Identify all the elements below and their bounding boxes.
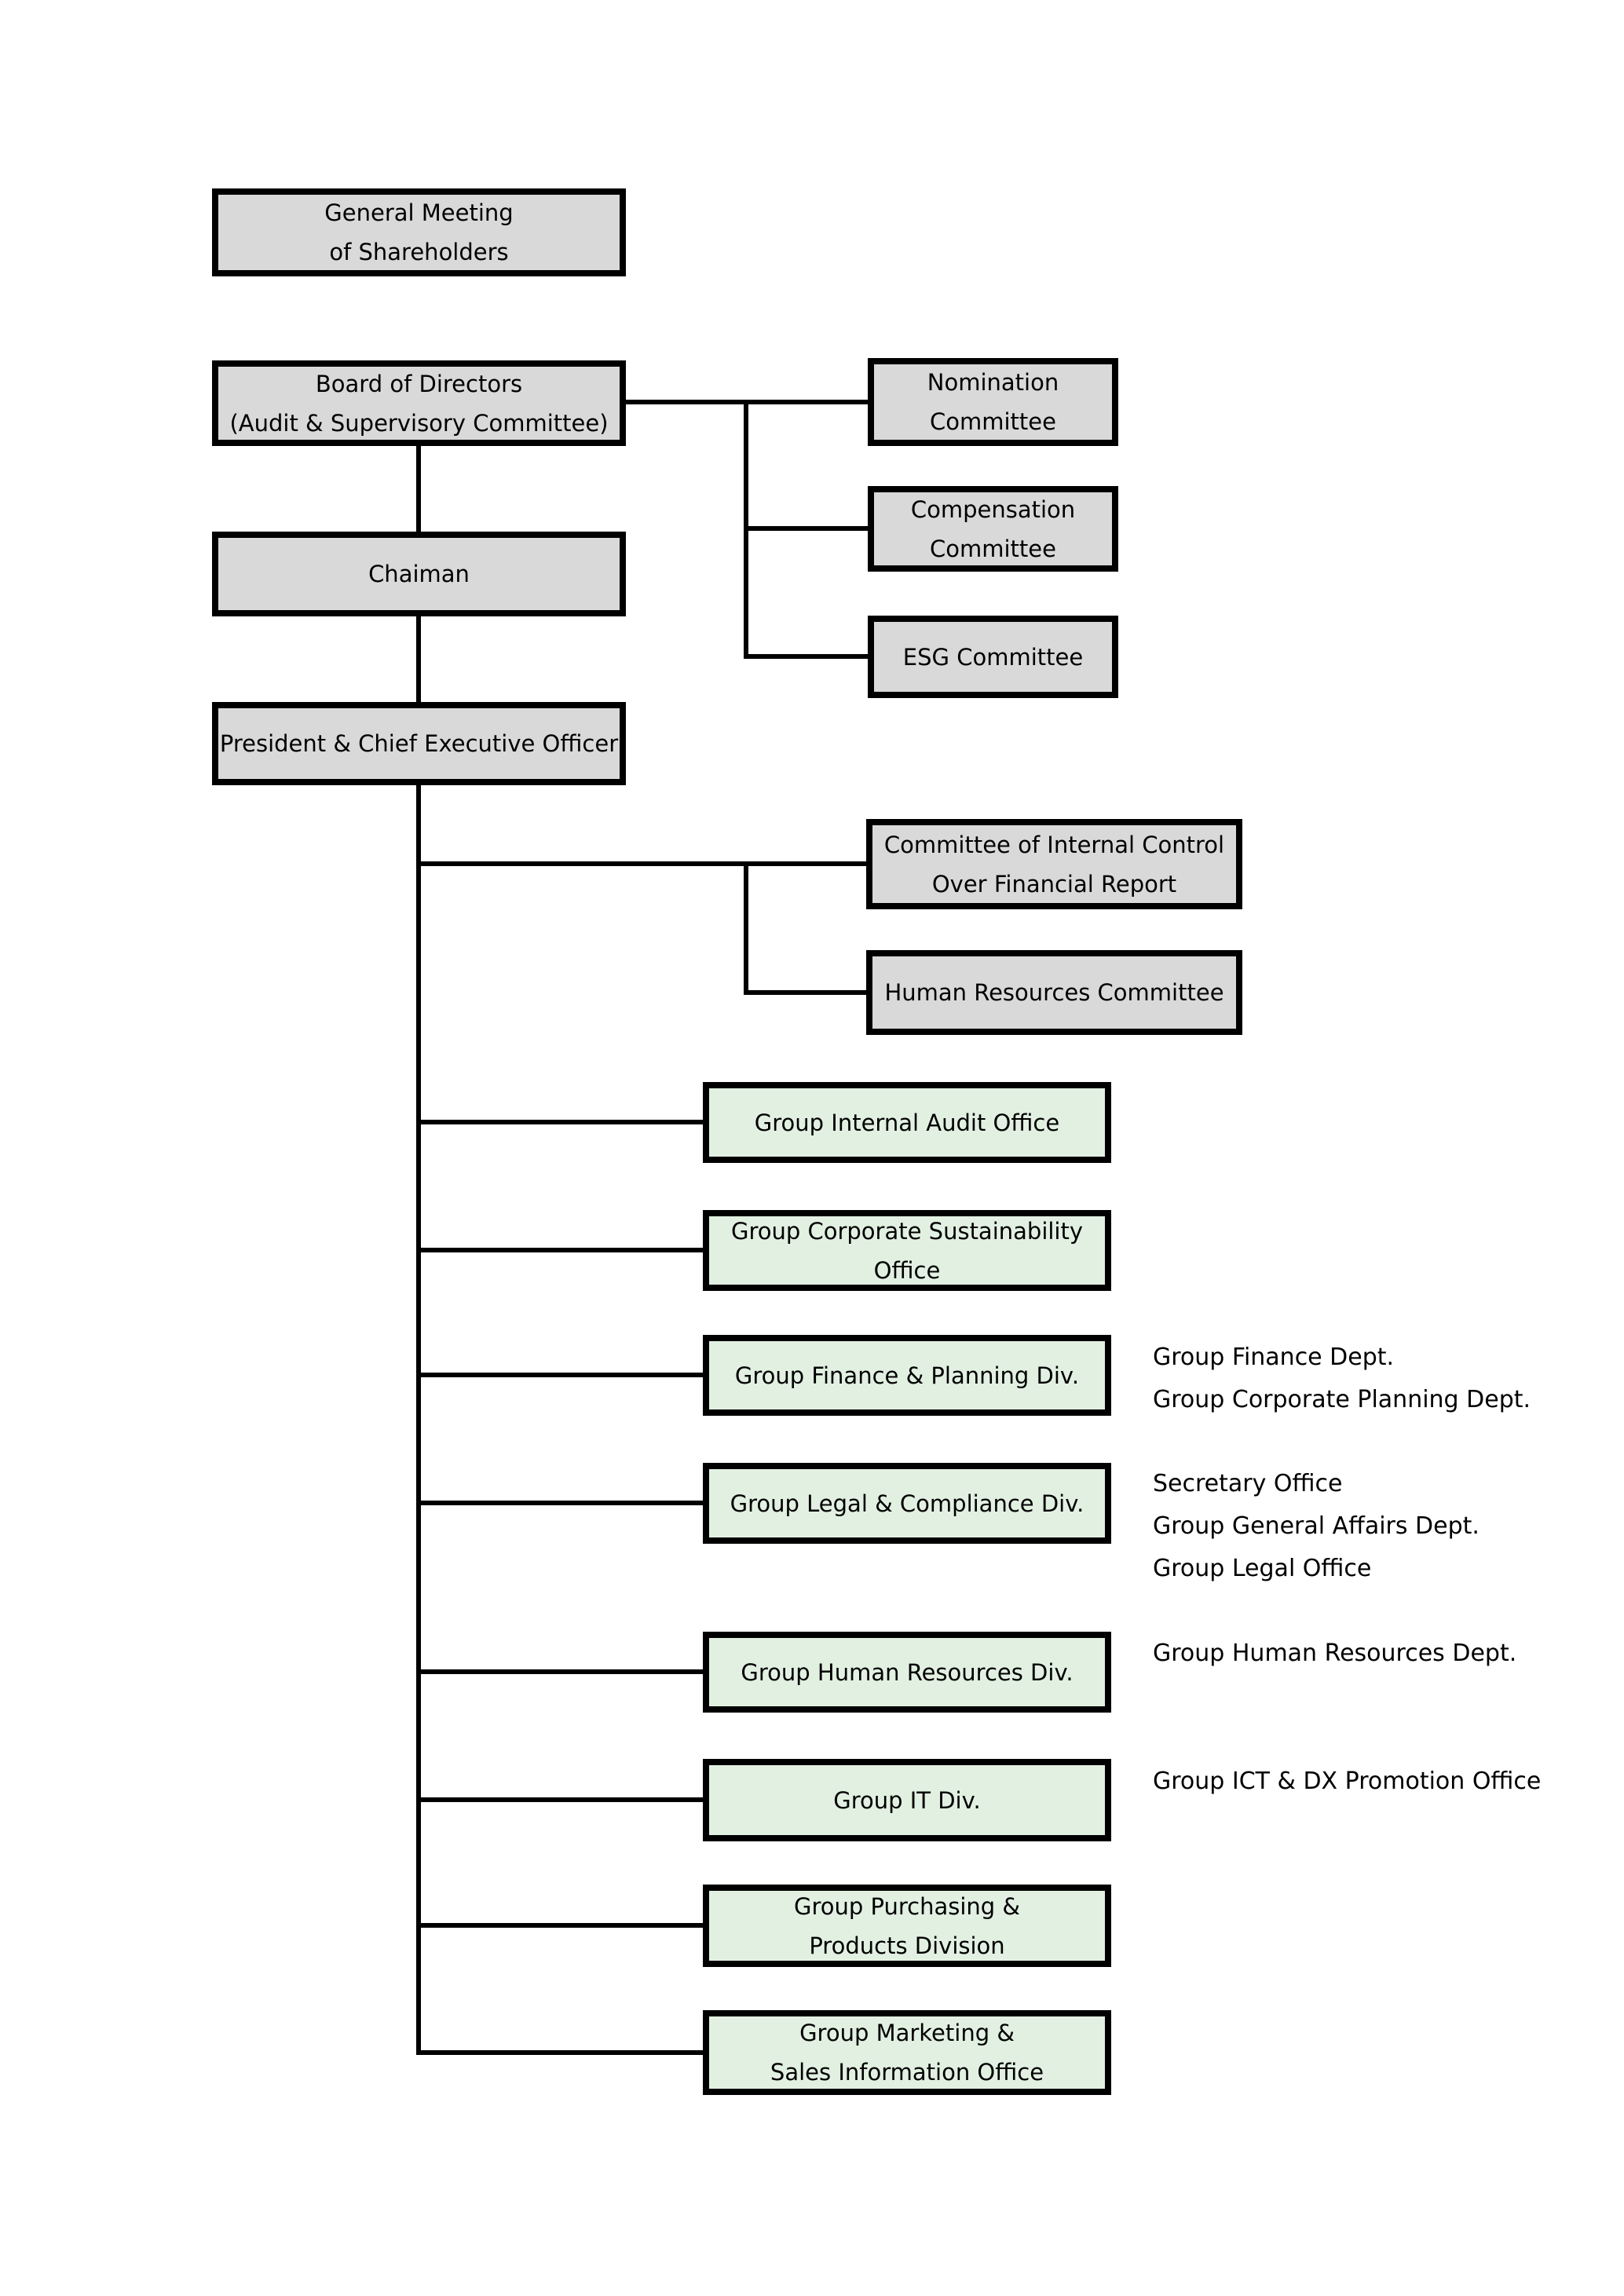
node-internal-control-committee: Committee of Internal Control Over Finan… — [866, 819, 1242, 909]
node-label: Over Financial Report — [931, 870, 1177, 898]
connector-to-it-div — [416, 1797, 703, 1802]
connector-board-to-chairman — [416, 446, 421, 532]
connector-chairman-to-president — [416, 616, 421, 702]
node-label: Group Legal & Compliance Div. — [730, 1490, 1084, 1517]
connector-to-sustainability — [416, 1248, 703, 1252]
node-label: Group Internal Audit Office — [754, 1109, 1060, 1136]
node-group-human-resources-div: Group Human Resources Div. — [703, 1632, 1111, 1713]
connector-sub-trunk — [744, 861, 748, 995]
node-label: Office — [873, 1256, 941, 1284]
node-group-corporate-sustainability-office: Group Corporate Sustainability Office — [703, 1210, 1111, 1291]
node-label: of Shareholders — [329, 239, 509, 265]
node-general-meeting: General Meeting of Shareholders — [212, 188, 626, 276]
node-compensation-committee: Compensation Committee — [868, 486, 1118, 572]
node-label: Group Marketing & — [799, 2020, 1015, 2046]
node-label: Committee — [930, 408, 1056, 435]
node-label: President & Chief Executive Officer — [219, 730, 619, 757]
annotation-legal: Secretary Office Group General Affairs D… — [1153, 1463, 1480, 1590]
annotation-line: Group Human Resources Dept. — [1153, 1640, 1517, 1667]
annotation-line: Group Finance Dept. — [1153, 1344, 1395, 1371]
node-label: Group Human Resources Div. — [741, 1658, 1074, 1686]
connector-to-compensation — [744, 526, 868, 531]
connector-to-marketing — [416, 2050, 703, 2055]
node-label: General Meeting — [324, 199, 514, 226]
node-group-it-div: Group IT Div. — [703, 1759, 1111, 1841]
annotation-line: Group General Affairs Dept. — [1153, 1512, 1480, 1540]
node-human-resources-committee: Human Resources Committee — [866, 950, 1242, 1035]
node-label: Human Resources Committee — [884, 979, 1224, 1006]
node-esg-committee: ESG Committee — [868, 616, 1118, 698]
node-label: Products Division — [809, 1932, 1005, 1959]
annotation-finance: Group Finance Dept. Group Corporate Plan… — [1153, 1336, 1531, 1421]
node-chairman: Chaiman — [212, 532, 626, 616]
node-label: Group Corporate Sustainability — [730, 1217, 1084, 1245]
node-label: Sales Information Office — [770, 2059, 1044, 2086]
node-label: Nomination — [927, 369, 1059, 396]
node-label: Board of Directors — [315, 370, 523, 397]
annotation-line: Group Corporate Planning Dept. — [1153, 1386, 1531, 1413]
connector-to-purchasing — [416, 1923, 703, 1928]
connector-to-finance — [416, 1373, 703, 1377]
connector-to-hr-committee — [744, 990, 866, 995]
node-label: Committee of Internal Control — [883, 831, 1225, 858]
connector-to-legal — [416, 1501, 703, 1505]
annotation-it: Group ICT & DX Promotion Office — [1153, 1760, 1541, 1803]
node-label: Committee — [930, 535, 1056, 562]
connector-main-trunk — [416, 785, 421, 2055]
node-label: Compensation — [910, 495, 1076, 523]
node-president-ceo: President & Chief Executive Officer — [212, 702, 626, 785]
node-nomination-committee: Nomination Committee — [868, 358, 1118, 446]
node-group-purchasing-products-division: Group Purchasing & Products Division — [703, 1885, 1111, 1967]
connector-to-hr-div — [416, 1669, 703, 1674]
node-label: ESG Committee — [902, 643, 1084, 671]
node-group-legal-compliance-div: Group Legal & Compliance Div. — [703, 1463, 1111, 1544]
node-group-internal-audit-office: Group Internal Audit Office — [703, 1082, 1111, 1163]
connector-to-internal-control — [416, 861, 866, 866]
node-group-finance-planning-div: Group Finance & Planning Div. — [703, 1335, 1111, 1416]
annotation-hr: Group Human Resources Dept. — [1153, 1632, 1516, 1675]
node-board-of-directors: Board of Directors (Audit & Supervisory … — [212, 360, 626, 446]
annotation-line: Secretary Office — [1153, 1470, 1343, 1497]
node-label: (Audit & Supervisory Committee) — [229, 409, 609, 437]
annotation-line: Group Legal Office — [1153, 1555, 1372, 1582]
node-group-marketing-sales-info-office: Group Marketing & Sales Information Offi… — [703, 2010, 1111, 2095]
node-label: Group Purchasing & — [793, 1892, 1021, 1920]
node-label: Group Finance & Planning Div. — [734, 1362, 1080, 1389]
connector-to-internal-audit — [416, 1120, 703, 1124]
connector-to-esg — [744, 654, 868, 659]
node-label: Group IT Div. — [833, 1786, 981, 1814]
annotation-line: Group ICT & DX Promotion Office — [1153, 1768, 1542, 1795]
node-label: Chaiman — [368, 561, 470, 587]
